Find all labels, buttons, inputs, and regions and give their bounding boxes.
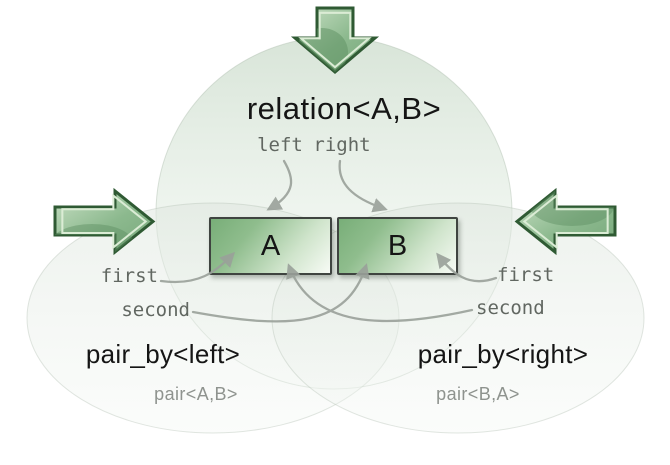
relation-title: relation<A,B> [246,91,442,126]
pair-left-alias: pair<A,B> [154,384,238,404]
label-first-right: first [497,264,555,286]
connector-first-left-to-A [159,251,236,284]
pair-by-right-title: pair_by<right> [417,339,589,369]
arrow-down-icon [290,6,380,74]
connector-left-to-A [266,159,293,211]
connector-second-left-to-B [191,263,370,323]
pair-by-left-title: pair_by<left> [85,339,241,369]
pair-right-alias: pair<B,A> [436,384,520,404]
connector-curves [159,159,498,323]
label-first-left: first [100,265,158,287]
arrow-right-icon [53,187,156,256]
label-left: left [257,134,303,156]
box-A-label: A [260,229,281,262]
label-second-right: second [476,297,545,319]
label-second-left: second [121,299,190,321]
label-right: right [313,134,371,156]
connector-first-right-to-B [436,252,498,283]
connector-right-to-B [338,159,388,213]
arrow-left-icon [514,187,617,256]
box-B-label: B [387,229,408,262]
connector-second-right-to-A [286,263,474,323]
